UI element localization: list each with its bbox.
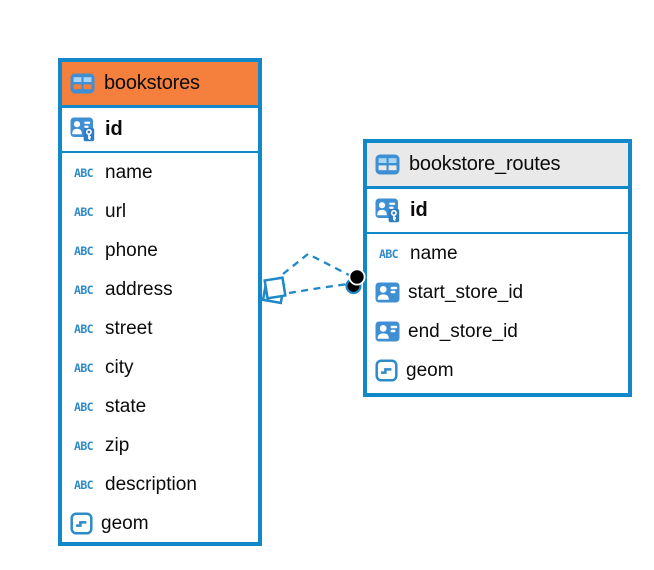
geometry-icon [70, 512, 93, 535]
field-name: url [105, 200, 127, 222]
field-row[interactable]: ABC name [367, 234, 628, 273]
field-name: address [105, 278, 173, 300]
field-row[interactable]: geom [367, 351, 628, 390]
text-abc-icon: ABC [74, 282, 94, 297]
text-abc-icon: ABC [74, 165, 94, 180]
field-row-pk[interactable]: id [367, 189, 628, 234]
connector-target-marker-stacked-circles[interactable] [345, 268, 366, 295]
field-name: geom [101, 512, 149, 534]
table-bookstore-routes-header[interactable]: bookstore_routes [367, 143, 628, 189]
field-row[interactable]: ABC street [62, 309, 258, 348]
field-row[interactable]: geom [62, 504, 258, 542]
field-row[interactable]: ABC zip [62, 426, 258, 465]
field-row[interactable]: ABC phone [62, 231, 258, 270]
table-bookstore-routes[interactable]: bookstore_routes id ABC name [363, 139, 632, 397]
geometry-icon [375, 359, 398, 382]
field-name: end_store_id [408, 320, 518, 342]
field-name: phone [105, 239, 158, 261]
connector-source-marker-stacked-squares[interactable] [261, 276, 287, 305]
field-name: name [105, 161, 153, 183]
person-key-icon [70, 117, 97, 142]
field-name: geom [406, 359, 454, 381]
field-row[interactable]: ABC address [62, 270, 258, 309]
field-row[interactable]: start_store_id [367, 273, 628, 312]
field-row[interactable]: end_store_id [367, 312, 628, 351]
field-name: description [105, 473, 197, 495]
text-abc-icon: ABC [74, 321, 94, 336]
field-name: zip [105, 434, 130, 456]
text-abc-icon: ABC [379, 246, 399, 261]
field-name: start_store_id [408, 281, 524, 303]
text-abc-icon: ABC [74, 399, 94, 414]
field-row[interactable]: ABC city [62, 348, 258, 387]
table-title: bookstore_routes [409, 153, 561, 175]
text-abc-icon: ABC [74, 438, 94, 453]
text-abc-icon: ABC [74, 360, 94, 375]
field-name: name [410, 242, 458, 264]
field-name: city [105, 356, 134, 378]
text-abc-icon: ABC [74, 243, 94, 258]
field-row[interactable]: ABC description [62, 465, 258, 504]
table-bookstores-header[interactable]: bookstores [62, 62, 258, 108]
field-name: street [105, 317, 153, 339]
field-name: state [105, 395, 147, 417]
person-ref-icon [375, 321, 400, 342]
field-name: id [410, 199, 428, 221]
field-name: id [105, 118, 123, 140]
field-row[interactable]: ABC url [62, 192, 258, 231]
table-title: bookstores [104, 72, 200, 94]
table-bookstores[interactable]: bookstores id ABC name ABC url ABC [58, 58, 262, 546]
field-row[interactable]: ABC state [62, 387, 258, 426]
field-row-pk[interactable]: id [62, 108, 258, 153]
field-row[interactable]: ABC name [62, 153, 258, 192]
relationship-connector[interactable] [261, 252, 366, 305]
table-icon [70, 73, 95, 94]
person-key-icon [375, 198, 402, 223]
text-abc-icon: ABC [74, 204, 94, 219]
person-ref-icon [375, 282, 400, 303]
text-abc-icon: ABC [74, 477, 94, 492]
table-icon [375, 154, 400, 175]
